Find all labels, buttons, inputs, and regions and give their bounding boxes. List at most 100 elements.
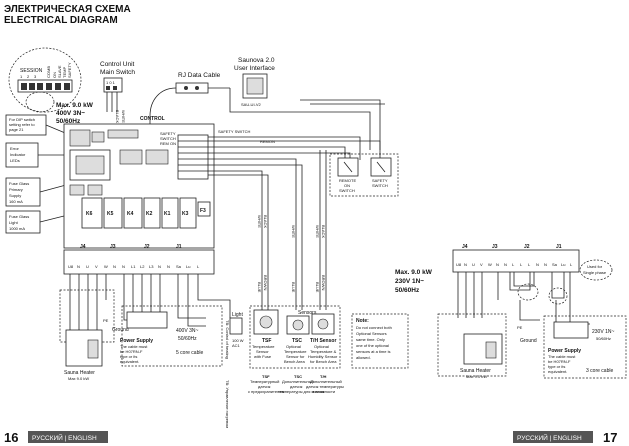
- wire-blue-1: BLUE: [257, 282, 262, 293]
- svg-text:SWITCH: SWITCH: [372, 183, 388, 188]
- svg-text:U: U: [472, 262, 475, 267]
- svg-text:AC1: AC1: [232, 343, 241, 348]
- dip-slave: SLAVE: [57, 65, 62, 78]
- svg-text:датчик: датчик: [290, 384, 303, 389]
- svg-text:230V 1N~: 230V 1N~: [592, 329, 614, 335]
- svg-text:U8: U8: [68, 264, 74, 269]
- control-unit-label: Control Unit: [100, 61, 135, 68]
- svg-text:Sauna Heater: Sauna Heater: [64, 370, 95, 376]
- tb-ru-label: ТВ: Управление нагревом: [225, 380, 230, 428]
- lang-left: РУССКИЙ | ENGLISH: [32, 433, 97, 442]
- rj-cable-label: RJ Data Cable: [178, 72, 221, 79]
- svg-text:Light: Light: [232, 312, 243, 318]
- svg-text:T/H: T/H: [320, 374, 327, 379]
- svg-text:Optional Sensors: Optional Sensors: [356, 331, 387, 336]
- svg-text:U8: U8: [456, 262, 462, 267]
- svg-text:датчик: датчик: [258, 384, 271, 389]
- svg-text:N: N: [122, 264, 125, 269]
- single-phase-l1: Used for: [587, 264, 603, 269]
- terminal-pins-right: U8 N U V W N N L L L N N Sa Lu L: [456, 262, 573, 267]
- svg-text:V: V: [95, 264, 98, 269]
- dip-switch: [17, 79, 73, 93]
- svg-text:L: L: [570, 262, 573, 267]
- session-num-2: 2: [27, 74, 30, 79]
- svg-text:allowed.: allowed.: [356, 355, 371, 360]
- core5-label: 5 core cable: [176, 350, 203, 356]
- svg-text:be H07RN-F: be H07RN-F: [120, 349, 143, 354]
- svg-text:Optional: Optional: [314, 344, 329, 349]
- svg-text:same time. Only: same time. Only: [356, 337, 385, 342]
- svg-text:N: N: [536, 262, 539, 267]
- svg-text:Sensor for: Sensor for: [286, 354, 305, 359]
- fuse-primary-box: Fuse Glass Primary Supply 160 mA: [5, 177, 41, 207]
- wire-white-3: WHITE: [315, 225, 320, 238]
- control-label: CONTROL: [140, 116, 165, 122]
- sensors-label: Sensors: [298, 310, 317, 316]
- relay-k2: K2: [146, 211, 153, 217]
- ground-left: Ground: [112, 327, 129, 333]
- page-number-right: 17: [603, 430, 617, 445]
- page-number-left: 16: [4, 430, 18, 445]
- svg-text:Дополнительный: Дополнительный: [310, 379, 342, 384]
- wire-white-1: WHITE: [257, 215, 262, 228]
- jumpers-right: [509, 272, 568, 305]
- fuse-f3: F3: [200, 208, 206, 214]
- svg-text:L: L: [528, 262, 531, 267]
- dip-on: ON: [52, 72, 57, 78]
- power-right-l3: 50/60Hz: [395, 287, 420, 294]
- svg-text:датчик температуры: датчик температуры: [306, 384, 344, 389]
- svg-text:Note:: Note:: [356, 318, 369, 324]
- svg-text:Primary: Primary: [9, 187, 23, 192]
- svg-text:100 W: 100 W: [232, 338, 244, 343]
- wire-black-3: BLACK: [321, 225, 326, 238]
- svg-text:Max 9.0 kW: Max 9.0 kW: [68, 376, 89, 381]
- board-switch: SWITCH: [160, 136, 176, 141]
- main-switch-nums: 1 0 1: [106, 80, 116, 85]
- svg-text:160 mA: 160 mA: [9, 199, 23, 204]
- relay-k4: K4: [127, 211, 134, 217]
- saunova-model: SAU-UI-V2: [241, 102, 262, 107]
- remon-wire-label: REMON: [260, 139, 275, 144]
- svg-text:1000 mA: 1000 mA: [9, 226, 25, 231]
- note-box: Note: Do not connect both Optional Senso…: [351, 313, 409, 369]
- main-switch: 1 0 1: [103, 77, 123, 112]
- svg-text:equivalent.: equivalent.: [120, 359, 139, 364]
- svg-text:Temperature: Temperature: [284, 349, 307, 354]
- heater-wires-right: [457, 272, 590, 326]
- svg-text:LEDs: LEDs: [10, 158, 20, 163]
- title-ru: ЭЛЕКТРИЧЕСКАЯ СХЕМА: [4, 4, 131, 15]
- session-label: SESSION: [20, 68, 43, 74]
- title-en: ELECTRICAL DIAGRAM: [4, 15, 118, 26]
- error-leds-box: Error Indicator LEDs: [5, 142, 39, 168]
- dip-note-box: For DIP switch setting refer to page 21: [5, 114, 47, 136]
- svg-text:page 21: page 21: [9, 127, 24, 132]
- saunova-subtitle: User Interface: [234, 65, 275, 72]
- single-phase-l2: Single phase: [583, 270, 607, 275]
- power-supply-left: Power Supply The cable must be H07RN-F t…: [120, 311, 168, 364]
- svg-text:N: N: [77, 264, 80, 269]
- svg-text:N: N: [504, 262, 507, 267]
- wire-blue-3: BLUE: [315, 282, 320, 293]
- svg-text:WHITE: WHITE: [121, 110, 126, 123]
- svg-text:Lu: Lu: [186, 264, 190, 269]
- svg-text:Power Supply: Power Supply: [548, 348, 581, 354]
- svg-text:с предохранителем: с предохранителем: [248, 389, 284, 394]
- svg-text:L: L: [520, 262, 523, 267]
- session-num-1: 1: [20, 74, 23, 79]
- board-remon: REM ON: [160, 141, 176, 146]
- lang-right: РУССКИЙ | ENGLISH: [517, 433, 582, 442]
- svg-text:J4: J4: [462, 244, 468, 250]
- svg-text:L2: L2: [140, 264, 145, 269]
- svg-text:TSF: TSF: [262, 374, 270, 379]
- safety-switch-wire-label: SAFETY SWITCH: [218, 129, 250, 134]
- svg-text:The cable must: The cable must: [120, 344, 148, 349]
- svg-text:Temperature: Temperature: [252, 344, 275, 349]
- svg-text:TSF: TSF: [262, 338, 271, 344]
- wire-blue-2: BLUE: [291, 282, 296, 293]
- svg-text:SAFETY: SAFETY: [372, 178, 388, 183]
- main-switch-label: Main Switch: [100, 69, 135, 76]
- sauna-heater-right: Sauna Heater Max 9.0 kW: [460, 333, 503, 379]
- relay-k5: K5: [107, 211, 114, 217]
- rj-cable: [149, 82, 230, 117]
